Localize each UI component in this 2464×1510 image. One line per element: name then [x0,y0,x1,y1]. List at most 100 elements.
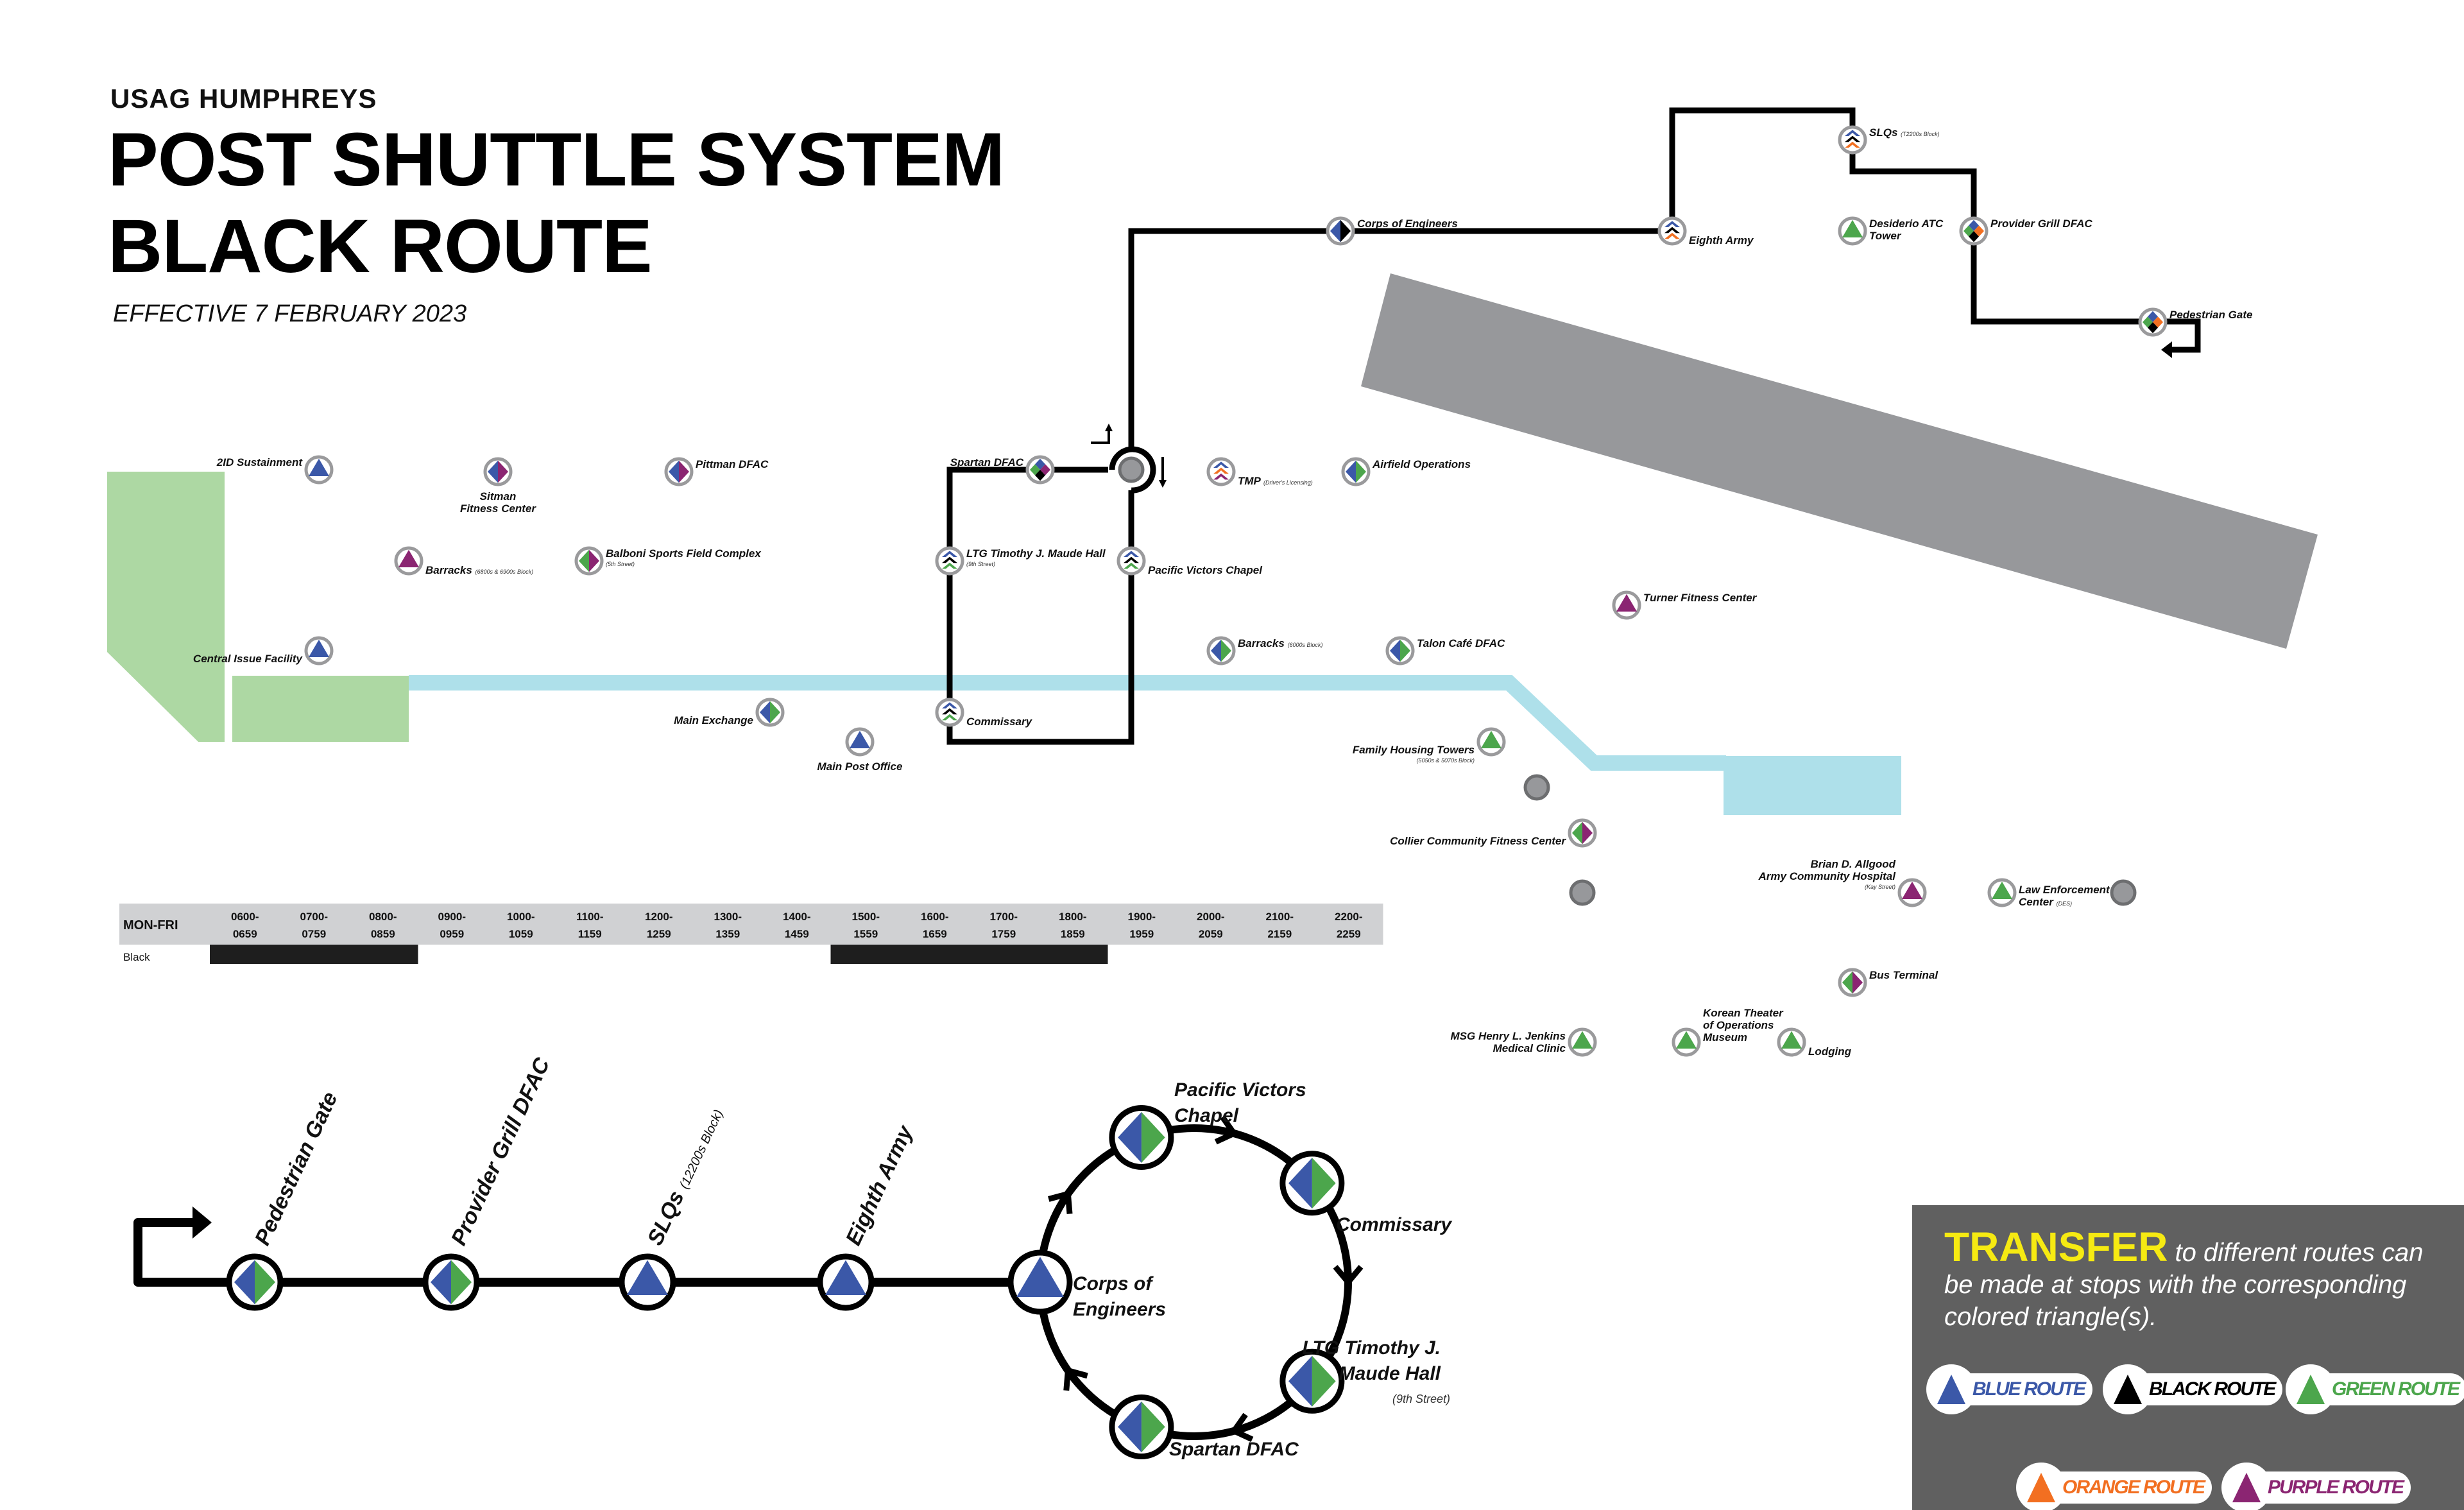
stop-label-text: Barracks [425,564,472,576]
map-stop[interactable]: Main Exchange [674,698,785,727]
diagram-stop-label: Commissary [1336,1214,1452,1235]
direction-arrow-icon [1229,1412,1254,1443]
hour-start: 1800- [1059,911,1086,923]
diagram-stop-sub: (9th Street) [1392,1393,1450,1405]
map-stop[interactable]: Lodging [1777,1027,1852,1058]
stop-label: Family Housing Towers [1353,744,1475,756]
map-stop[interactable]: Pittman DFAC [664,457,769,486]
map-stop[interactable]: Turner Fitness Center [1612,590,1758,620]
diamond-route-icon [669,460,689,483]
stop-sublabel: (9th Street) [966,561,995,567]
chevrons-route-icon [1664,221,1680,239]
diagram-stop-label: Provider Grill DFAC [447,1054,555,1249]
stop-label-text: Central Issue Facility [193,653,304,665]
map-stop[interactable]: Eighth Army [1657,216,1754,246]
route-legend-orange: ORANGE ROUTE [2016,1463,2212,1510]
hour-end: 0959 [440,928,464,940]
diagram-stop[interactable]: Spartan DFAC [1109,1394,1299,1460]
triangle-route-icon [1616,594,1637,612]
service-bar [348,945,418,964]
diagram-stop[interactable]: LTG Timothy J.Maude Hall(9th Street) [1279,1337,1450,1414]
triangle-route-icon [1842,219,1863,237]
map-stop[interactable]: Provider Grill DFAC [1959,216,2092,246]
diagram-stop[interactable]: Pedestrian Gate [226,1088,343,1311]
map-stop[interactable]: Balboni Sports Field Complex(5th Street) [574,546,762,576]
stop-sublabel: (Driver's Licensing) [1263,479,1313,486]
river [409,675,1726,771]
airfield-runway [1361,273,2318,649]
route-line [1128,107,2201,449]
map-stop[interactable]: Family Housing Towers(5050s & 5070s Bloc… [1353,727,1506,764]
terrain-layer [107,273,2318,815]
stop-label: LTG Timothy J. Maude Hall [966,547,1106,560]
map-stop[interactable]: Barracks (6800s & 6900s Block) [394,546,533,576]
service-bar [278,945,349,964]
turn-arrow-icon [1105,424,1113,431]
stop-label: Army Community Hospital [1758,870,1897,882]
route-title: BLACK ROUTE [108,204,653,289]
stop-label: Barracks (6800s & 6900s Block) [425,564,533,576]
route-legend-black: BLACK ROUTE [2103,1364,2283,1414]
map-stop[interactable]: Talon Café DFAC [1385,636,1505,665]
service-bar [210,945,280,964]
stop-label-text: Medical Clinic [1493,1042,1566,1054]
map-stop[interactable]: Main Post Office [817,727,903,773]
map-stop[interactable]: Collier Community Fitness Center [1390,818,1597,848]
route-triangle-icon [2027,1473,2055,1502]
hour-end: 1559 [853,928,878,940]
map-stop[interactable]: Central Issue Facility [193,636,334,665]
stop-label: Barracks (6000s Block) [1238,637,1323,649]
route-triangle-icon [2232,1473,2261,1502]
quad-route-icon [2143,311,2163,334]
map-stop[interactable]: Airfield Operations [1341,457,1471,486]
map-stop[interactable]: Commissary [935,698,1033,728]
map-stop[interactable]: TMP (Driver's Licensing) [1206,457,1313,487]
diamond-route-icon [1118,1401,1165,1453]
route-legend-label: GREEN ROUTE [2332,1378,2460,1400]
hour-start: 0900- [438,911,466,923]
route-triangle-icon [1937,1375,1965,1404]
quad-route-icon [1964,219,1984,243]
stop-label-text: Army Community Hospital [1758,870,1897,882]
map-stop[interactable]: SLQs (T2200s Block) [1838,125,1940,155]
map-stop[interactable]: Bus Terminal [1838,968,1938,997]
unserved-stop-marker [2110,879,2137,906]
triangle-route-icon [1781,1031,1802,1049]
diagram-stop[interactable]: Commissary [1279,1151,1453,1235]
triangle-route-icon [309,458,329,476]
map-stop[interactable]: Barracks (6000s Block) [1206,636,1323,665]
map-stop[interactable]: Corps of Engineers [1326,216,1458,246]
hour-end: 0659 [233,928,257,940]
route-diagram: Pedestrian Gate Provider Grill DFAC SLQs (… [133,1054,1453,1460]
hour-start: 1300- [714,911,742,923]
hour-end: 2059 [1199,928,1223,940]
diagram-stop-name: Provider Grill DFAC [447,1054,555,1249]
stop-label: Fitness Center [460,502,536,515]
map-stop[interactable]: LTG Timothy J. Maude Hall(9th Street) [935,546,1106,576]
diagram-stop[interactable]: SLQs (12200s Block) [619,1104,728,1311]
org-name: USAG HUMPHREYS [110,83,377,114]
stop-label: Spartan DFAC [950,456,1024,468]
hour-start: 1600- [921,911,948,923]
map-stop[interactable]: 2ID Sustainment [216,455,334,485]
map-stop[interactable]: Spartan DFAC [950,455,1055,485]
diagram-stop-label: Eighth Army [841,1120,918,1249]
map-stop[interactable]: Pedestrian Gate [2138,307,2252,337]
diamond-route-icon [1211,639,1231,662]
stop-sublabel: (5050s & 5070s Block) [1416,757,1475,764]
stop-label: Bus Terminal [1869,969,1938,981]
stop-label-text: Spartan DFAC [950,456,1024,468]
triangle-route-icon [627,1260,668,1295]
stop-label: Balboni Sports Field Complex [606,547,762,560]
map-stop[interactable]: Pacific Victors Chapel [1116,546,1263,576]
effective-date: EFFECTIVE 7 FEBRUARY 2023 [113,300,467,327]
diagram-stop[interactable]: Provider Grill DFAC [422,1054,555,1311]
